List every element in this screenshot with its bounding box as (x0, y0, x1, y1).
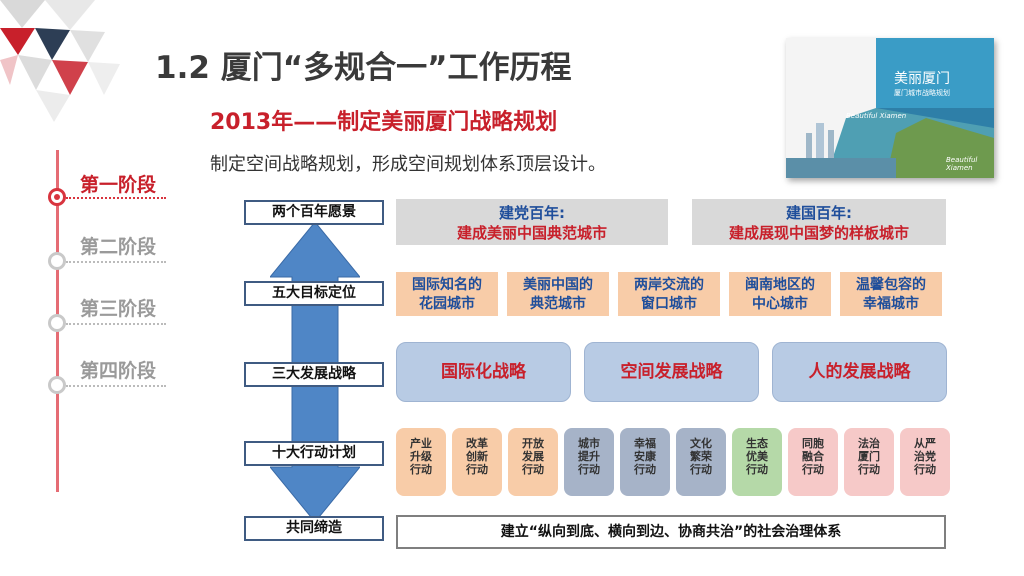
vision-card-nation: 建国百年: 建成展现中国梦的样板城市 (692, 199, 946, 245)
stage-4-underline (66, 385, 166, 387)
goal-card-5: 温馨包容的 幸福城市 (840, 272, 942, 316)
row-label-visions: 两个百年愿景 (244, 200, 384, 225)
section-subtitle: 2013年——制定美丽厦门战略规划 (210, 104, 557, 136)
cover-title: 美丽厦门 (894, 68, 950, 88)
action-card-line: 行动 (900, 463, 950, 476)
action-card-line: 产业 (396, 437, 446, 450)
goal-card-5-line1: 温馨包容的 (840, 276, 942, 295)
action-card: 产业升级行动 (396, 428, 446, 496)
action-card-line: 行动 (396, 463, 446, 476)
stage-1-dot[interactable] (48, 188, 66, 206)
action-card-line: 法治 (844, 437, 894, 450)
action-card-line: 文化 (676, 437, 726, 450)
governance-box: 建立“纵向到底、横向到边、协商共治”的社会治理体系 (396, 515, 946, 549)
action-card-line: 安康 (620, 450, 670, 463)
action-card-line: 行动 (732, 463, 782, 476)
action-card-line: 从严 (900, 437, 950, 450)
stage-2-dot[interactable] (48, 252, 66, 270)
goal-card-2-line1: 美丽中国的 (507, 276, 609, 295)
stage-3-underline (66, 323, 166, 325)
vision-card-nation-line2: 建成展现中国梦的样板城市 (692, 223, 946, 243)
stage-4-label[interactable]: 第四阶段 (80, 356, 156, 383)
action-card: 城市提升行动 (564, 428, 614, 496)
action-card-line: 提升 (564, 450, 614, 463)
page-title: 1.2 厦门“多规合一”工作历程 (155, 42, 571, 87)
action-card-line: 城市 (564, 437, 614, 450)
action-card-line: 开放 (508, 437, 558, 450)
cover-subtitle: 厦门城市战略规划 (894, 88, 950, 98)
action-card: 生态优美行动 (732, 428, 782, 496)
goal-card-2: 美丽中国的 典范城市 (507, 272, 609, 316)
vision-card-party-line2: 建成美丽中国典范城市 (396, 223, 668, 243)
strategy-card-1: 国际化战略 (396, 342, 571, 402)
goal-card-1-line2: 花园城市 (396, 295, 498, 314)
action-card-line: 厦门 (844, 450, 894, 463)
action-card-line: 改革 (452, 437, 502, 450)
action-card: 幸福安康行动 (620, 428, 670, 496)
action-card: 开放发展行动 (508, 428, 558, 496)
action-card-line: 行动 (508, 463, 558, 476)
cover-tag-1: Beautiful Xiamen (846, 112, 906, 120)
strategy-card-3: 人的发展战略 (772, 342, 947, 402)
action-card: 法治厦门行动 (844, 428, 894, 496)
cover-tag-2: Beautiful Xiamen (946, 156, 986, 172)
action-card: 从严治党行动 (900, 428, 950, 496)
goal-card-5-line2: 幸福城市 (840, 295, 942, 314)
action-card-line: 升级 (396, 450, 446, 463)
goal-card-4: 闽南地区的 中心城市 (729, 272, 831, 316)
row-label-goals: 五大目标定位 (244, 281, 384, 306)
stage-2-underline (66, 261, 166, 263)
row-label-strategies: 三大发展战略 (244, 362, 384, 387)
row-label-actions: 十大行动计划 (244, 441, 384, 466)
goal-card-1-line1: 国际知名的 (396, 276, 498, 295)
stage-1-underline (66, 197, 166, 199)
strategy-card-2: 空间发展战略 (584, 342, 759, 402)
vision-card-party: 建党百年: 建成美丽中国典范城市 (396, 199, 668, 245)
action-card-line: 治党 (900, 450, 950, 463)
stage-3-label[interactable]: 第三阶段 (80, 294, 156, 321)
stage-4-dot[interactable] (48, 376, 66, 394)
action-card-line: 同胞 (788, 437, 838, 450)
action-card-line: 行动 (564, 463, 614, 476)
stage-3-dot[interactable] (48, 314, 66, 332)
row-label-co-creation: 共同缔造 (244, 516, 384, 541)
action-card: 改革创新行动 (452, 428, 502, 496)
action-card-line: 创新 (452, 450, 502, 463)
goal-card-3-line2: 窗口城市 (618, 295, 720, 314)
goal-card-3-line1: 两岸交流的 (618, 276, 720, 295)
action-card-line: 繁荣 (676, 450, 726, 463)
action-card-line: 行动 (620, 463, 670, 476)
action-card-line: 行动 (676, 463, 726, 476)
action-card-line: 优美 (732, 450, 782, 463)
action-card-line: 行动 (452, 463, 502, 476)
goal-card-2-line2: 典范城市 (507, 295, 609, 314)
action-card: 同胞融合行动 (788, 428, 838, 496)
goal-card-4-line1: 闽南地区的 (729, 276, 831, 295)
action-card-line: 行动 (844, 463, 894, 476)
goal-card-1: 国际知名的 花园城市 (396, 272, 498, 316)
action-card-line: 生态 (732, 437, 782, 450)
stage-1-label[interactable]: 第一阶段 (80, 170, 156, 197)
vision-card-nation-line1: 建国百年: (692, 203, 946, 223)
action-card-line: 融合 (788, 450, 838, 463)
goal-card-4-line2: 中心城市 (729, 295, 831, 314)
vision-card-party-line1: 建党百年: (396, 203, 668, 223)
section-description: 制定空间战略规划，形成空间规划体系顶层设计。 (210, 150, 606, 176)
action-card-line: 行动 (788, 463, 838, 476)
stage-2-label[interactable]: 第二阶段 (80, 232, 156, 259)
action-card-line: 发展 (508, 450, 558, 463)
action-card: 文化繁荣行动 (676, 428, 726, 496)
corner-decoration (0, 0, 140, 130)
plan-cover-image: 美丽厦门 厦门城市战略规划 Beautiful Xiamen Beautiful… (786, 38, 994, 178)
action-card-line: 幸福 (620, 437, 670, 450)
goal-card-3: 两岸交流的 窗口城市 (618, 272, 720, 316)
